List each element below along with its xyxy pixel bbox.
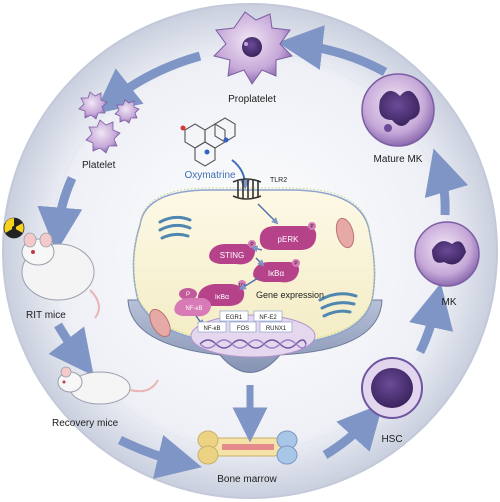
nfkb-label: NF-κB <box>186 306 203 312</box>
rit-mouse <box>21 232 100 319</box>
gene-expression-title: Gene expression <box>256 290 324 300</box>
bone-marrow-label: Bone marrow <box>217 474 277 485</box>
arrow-maturemk-to-proplatelet <box>277 25 388 76</box>
dna-helix-icon <box>199 339 307 349</box>
ikba-nfkb-complex <box>174 280 246 317</box>
gene-boxes <box>197 310 293 333</box>
perk-label: pERK <box>278 235 300 244</box>
tlr2-label: TLR2 <box>270 177 287 184</box>
gene-fos: FOS <box>237 326 249 332</box>
cycle-arrows <box>37 25 469 479</box>
gene-runx1: RUNX1 <box>266 326 287 332</box>
arrow-platelet-to-rit <box>37 176 83 253</box>
perk-p-label: P <box>310 224 314 230</box>
sting-p-label: P <box>250 242 254 248</box>
mitochondria <box>149 217 355 338</box>
nucleus <box>190 314 316 358</box>
bone <box>197 430 298 465</box>
mk-cell <box>414 221 480 287</box>
arrow-hsc-to-mk <box>409 283 454 355</box>
ikba-label: IκBα <box>268 269 285 278</box>
gene-nfkb: NF-κB <box>204 326 221 332</box>
hsc-cell <box>361 357 423 419</box>
oxymatrine-label: Oxymatrine <box>184 170 236 181</box>
mature-mk-label: Mature MK <box>374 154 423 165</box>
radiation-icon <box>3 217 25 239</box>
golgi-left <box>158 215 192 240</box>
arrow-marrow-to-hsc <box>322 403 384 459</box>
arrow-proplatelet-to-platelet <box>94 51 202 114</box>
ikba-protein <box>253 259 300 283</box>
rit-mice-label: RIT mice <box>26 310 66 321</box>
pathway-arrows <box>195 203 279 327</box>
nfkb-complex-p-label: P <box>186 292 190 298</box>
mk-label: MK <box>442 297 457 308</box>
arrow-recovery-to-marrow <box>117 434 202 479</box>
mature-mk-cell <box>361 73 435 147</box>
sting-protein <box>209 240 256 265</box>
arrow-rit-to-recovery <box>48 322 94 376</box>
sting-label: STING <box>220 251 244 260</box>
platelet-label: Platelet <box>82 160 116 171</box>
perk-protein <box>259 222 317 250</box>
drug-arrow <box>231 159 250 190</box>
recovery-mice-label: Recovery mice <box>52 418 119 429</box>
tlr2-receptor <box>232 178 262 200</box>
arrow-mk-to-maturemk <box>424 148 469 216</box>
oxymatrine-molecule-icon <box>180 117 236 167</box>
gene-nfe2: NF-E2 <box>259 315 277 321</box>
proplatelet-cell <box>213 11 293 85</box>
ikba-p-label: P <box>294 261 298 267</box>
proplatelet-label: Proplatelet <box>228 94 276 105</box>
platelets <box>78 91 140 154</box>
ikba-bound-label: IκBα <box>215 294 229 301</box>
gene-egr1: EGR1 <box>226 315 243 321</box>
recovery-mouse <box>57 366 159 405</box>
golgi-right <box>318 292 358 318</box>
hsc-label: HSC <box>381 434 402 445</box>
